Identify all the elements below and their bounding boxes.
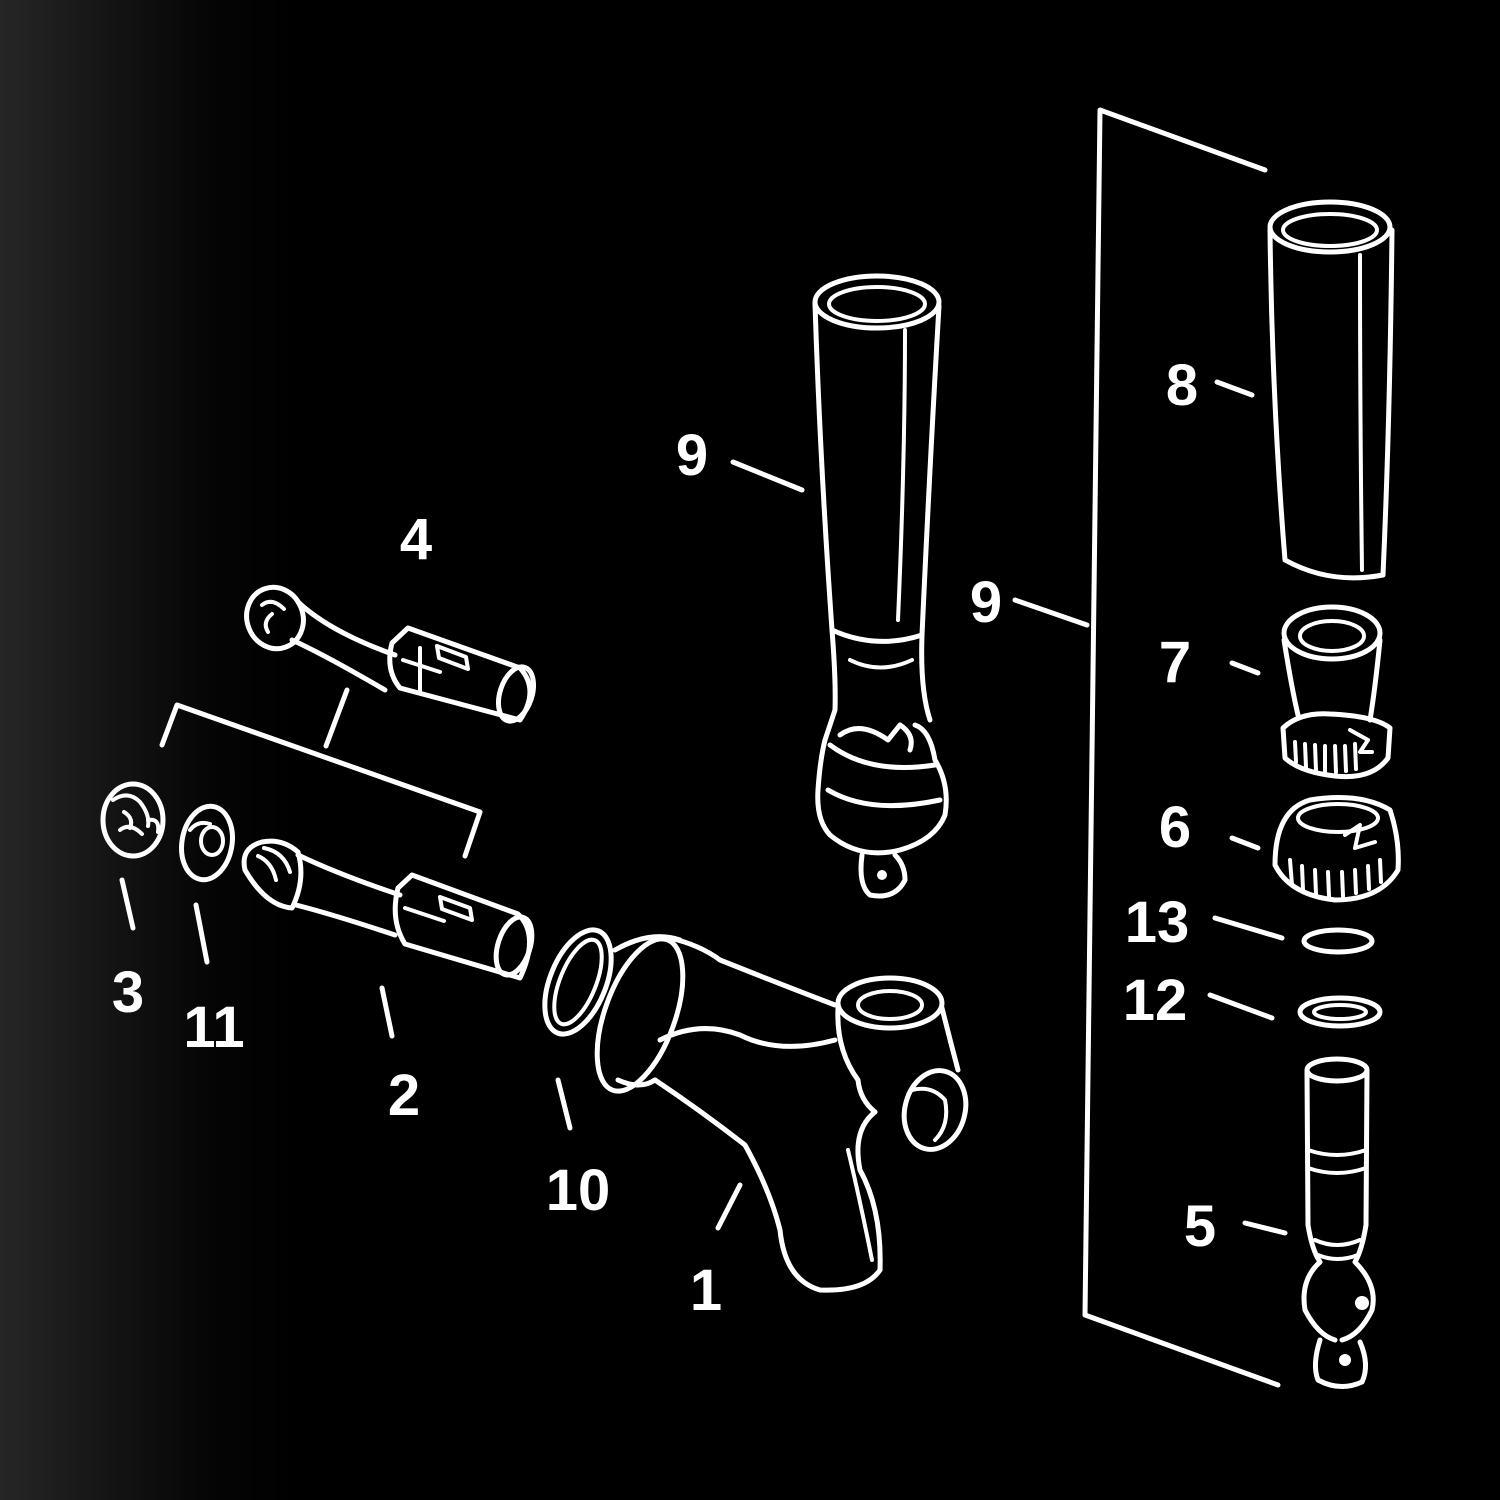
part-6-nut xyxy=(1272,795,1401,903)
part-10-oring xyxy=(542,927,614,1037)
parts-bracket xyxy=(159,687,483,859)
label-11: 11 xyxy=(183,995,244,1060)
part-3-cap xyxy=(100,781,166,859)
part-numbers: 4 9 8 9 7 6 13 12 5 3 11 2 10 1 xyxy=(112,353,1216,1323)
label-8: 8 xyxy=(1166,353,1198,418)
label-9-bracket: 9 xyxy=(970,570,1002,635)
part-12-washer xyxy=(1297,995,1383,1029)
label-1: 1 xyxy=(690,1258,722,1323)
part-9-handle-assembled xyxy=(812,273,949,899)
label-7: 7 xyxy=(1159,630,1191,695)
label-5: 5 xyxy=(1184,1194,1216,1259)
part-4-lever xyxy=(244,584,537,724)
part-13-washer xyxy=(1301,927,1375,955)
label-13: 13 xyxy=(1125,890,1190,955)
label-6: 6 xyxy=(1159,795,1191,860)
label-4: 4 xyxy=(400,507,432,572)
part-5-shaft xyxy=(1301,1056,1376,1389)
label-9-centre: 9 xyxy=(676,423,708,488)
leader-lines xyxy=(119,379,1288,1236)
part-2-lever xyxy=(241,838,535,981)
assembly-bracket xyxy=(1012,107,1281,1388)
label-10: 10 xyxy=(546,1158,611,1223)
part-1-faucet-body xyxy=(594,934,969,1293)
label-2: 2 xyxy=(388,1063,420,1128)
label-3: 3 xyxy=(112,960,144,1025)
part-8-handle xyxy=(1267,199,1395,581)
part-7-collar xyxy=(1280,604,1393,780)
part-11-washer xyxy=(179,803,235,883)
label-12: 12 xyxy=(1123,968,1188,1033)
